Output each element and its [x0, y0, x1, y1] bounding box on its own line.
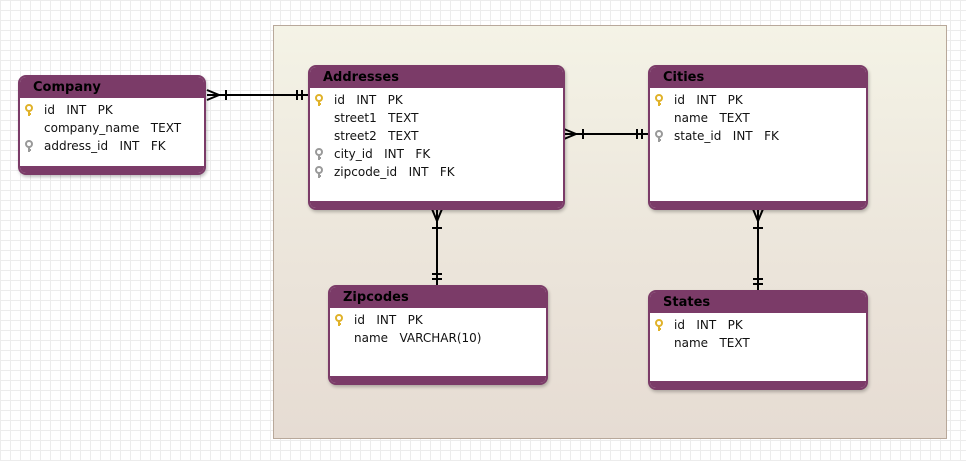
field-list: id INT PK street1 TEXT street2 TEXT city_id… — [310, 88, 563, 181]
field-row[interactable]: id INT PK — [650, 91, 866, 109]
field-text: street2 TEXT — [334, 129, 419, 143]
entity-footer-bar — [650, 381, 866, 388]
field-row[interactable]: company_name TEXT — [20, 119, 204, 137]
field-list: id INT PK company_name TEXT address_id INT… — [20, 98, 204, 155]
field-list: id INT PK name TEXT — [650, 313, 866, 352]
entity-states[interactable]: States id INT PK name TEXT — [648, 290, 868, 390]
entity-title: States — [650, 292, 866, 313]
field-row[interactable]: state_id INT FK — [650, 127, 866, 145]
field-text: id INT PK — [334, 93, 403, 107]
crow-foot-many-marker — [563, 128, 579, 140]
field-text: state_id INT FK — [674, 129, 779, 143]
field-text: city_id INT FK — [334, 147, 431, 161]
field-row[interactable]: name TEXT — [650, 109, 866, 127]
entity-title: Zipcodes — [330, 287, 546, 308]
entity-addresses[interactable]: Addresses id INT PK street1 TEXT street2 T… — [308, 65, 565, 210]
entity-company[interactable]: Company id INT PK company_name TEXT addres… — [18, 75, 206, 175]
field-text: name TEXT — [674, 336, 750, 350]
field-row[interactable]: street2 TEXT — [310, 127, 563, 145]
entity-title: Company — [20, 77, 204, 98]
foreign-key-icon — [315, 148, 323, 160]
field-row[interactable]: city_id INT FK — [310, 145, 563, 163]
relationship-addresses-cities[interactable] — [563, 128, 649, 140]
crow-foot-many-marker — [431, 208, 443, 224]
relationship-cities-states[interactable] — [752, 208, 764, 291]
field-text: id INT PK — [674, 93, 743, 107]
crow-foot-many-marker — [206, 89, 222, 101]
entity-cities[interactable]: Cities id INT PK name TEXT state_id INT FK — [648, 65, 868, 210]
field-row[interactable]: id INT PK — [310, 91, 563, 109]
foreign-key-icon — [655, 130, 663, 142]
primary-key-icon — [655, 319, 663, 331]
entity-footer-bar — [310, 201, 563, 208]
relationship-addresses-zipcodes[interactable] — [431, 208, 443, 286]
field-row[interactable]: id INT PK — [650, 316, 866, 334]
entity-footer-bar — [330, 376, 546, 383]
primary-key-icon — [315, 94, 323, 106]
field-text: id INT PK — [354, 313, 423, 327]
entity-footer-bar — [20, 166, 204, 173]
primary-key-icon — [335, 314, 343, 326]
field-row[interactable]: street1 TEXT — [310, 109, 563, 127]
primary-key-icon — [25, 104, 33, 116]
entity-zipcodes[interactable]: Zipcodes id INT PK name VARCHAR(10) — [328, 285, 548, 385]
field-list: id INT PK name TEXT state_id INT FK — [650, 88, 866, 145]
field-row[interactable]: address_id INT FK — [20, 137, 204, 155]
field-row[interactable]: id INT PK — [330, 311, 546, 329]
entity-title: Addresses — [310, 67, 563, 88]
entity-title: Cities — [650, 67, 866, 88]
field-text: street1 TEXT — [334, 111, 419, 125]
field-text: company_name TEXT — [44, 121, 182, 135]
field-text: zipcode_id INT FK — [334, 165, 455, 179]
foreign-key-icon — [315, 166, 323, 178]
primary-key-icon — [655, 94, 663, 106]
field-row[interactable]: zipcode_id INT FK — [310, 163, 563, 181]
field-list: id INT PK name VARCHAR(10) — [330, 308, 546, 347]
field-row[interactable]: id INT PK — [20, 101, 204, 119]
field-text: name VARCHAR(10) — [354, 331, 482, 345]
field-row[interactable]: name TEXT — [650, 334, 866, 352]
field-row[interactable]: name VARCHAR(10) — [330, 329, 546, 347]
foreign-key-icon — [25, 140, 33, 152]
entity-footer-bar — [650, 201, 866, 208]
field-text: id INT PK — [44, 103, 113, 117]
crow-foot-many-marker — [752, 208, 764, 224]
field-text: address_id INT FK — [44, 139, 166, 153]
relationship-company-addresses[interactable] — [206, 89, 309, 101]
field-text: name TEXT — [674, 111, 750, 125]
field-text: id INT PK — [674, 318, 743, 332]
